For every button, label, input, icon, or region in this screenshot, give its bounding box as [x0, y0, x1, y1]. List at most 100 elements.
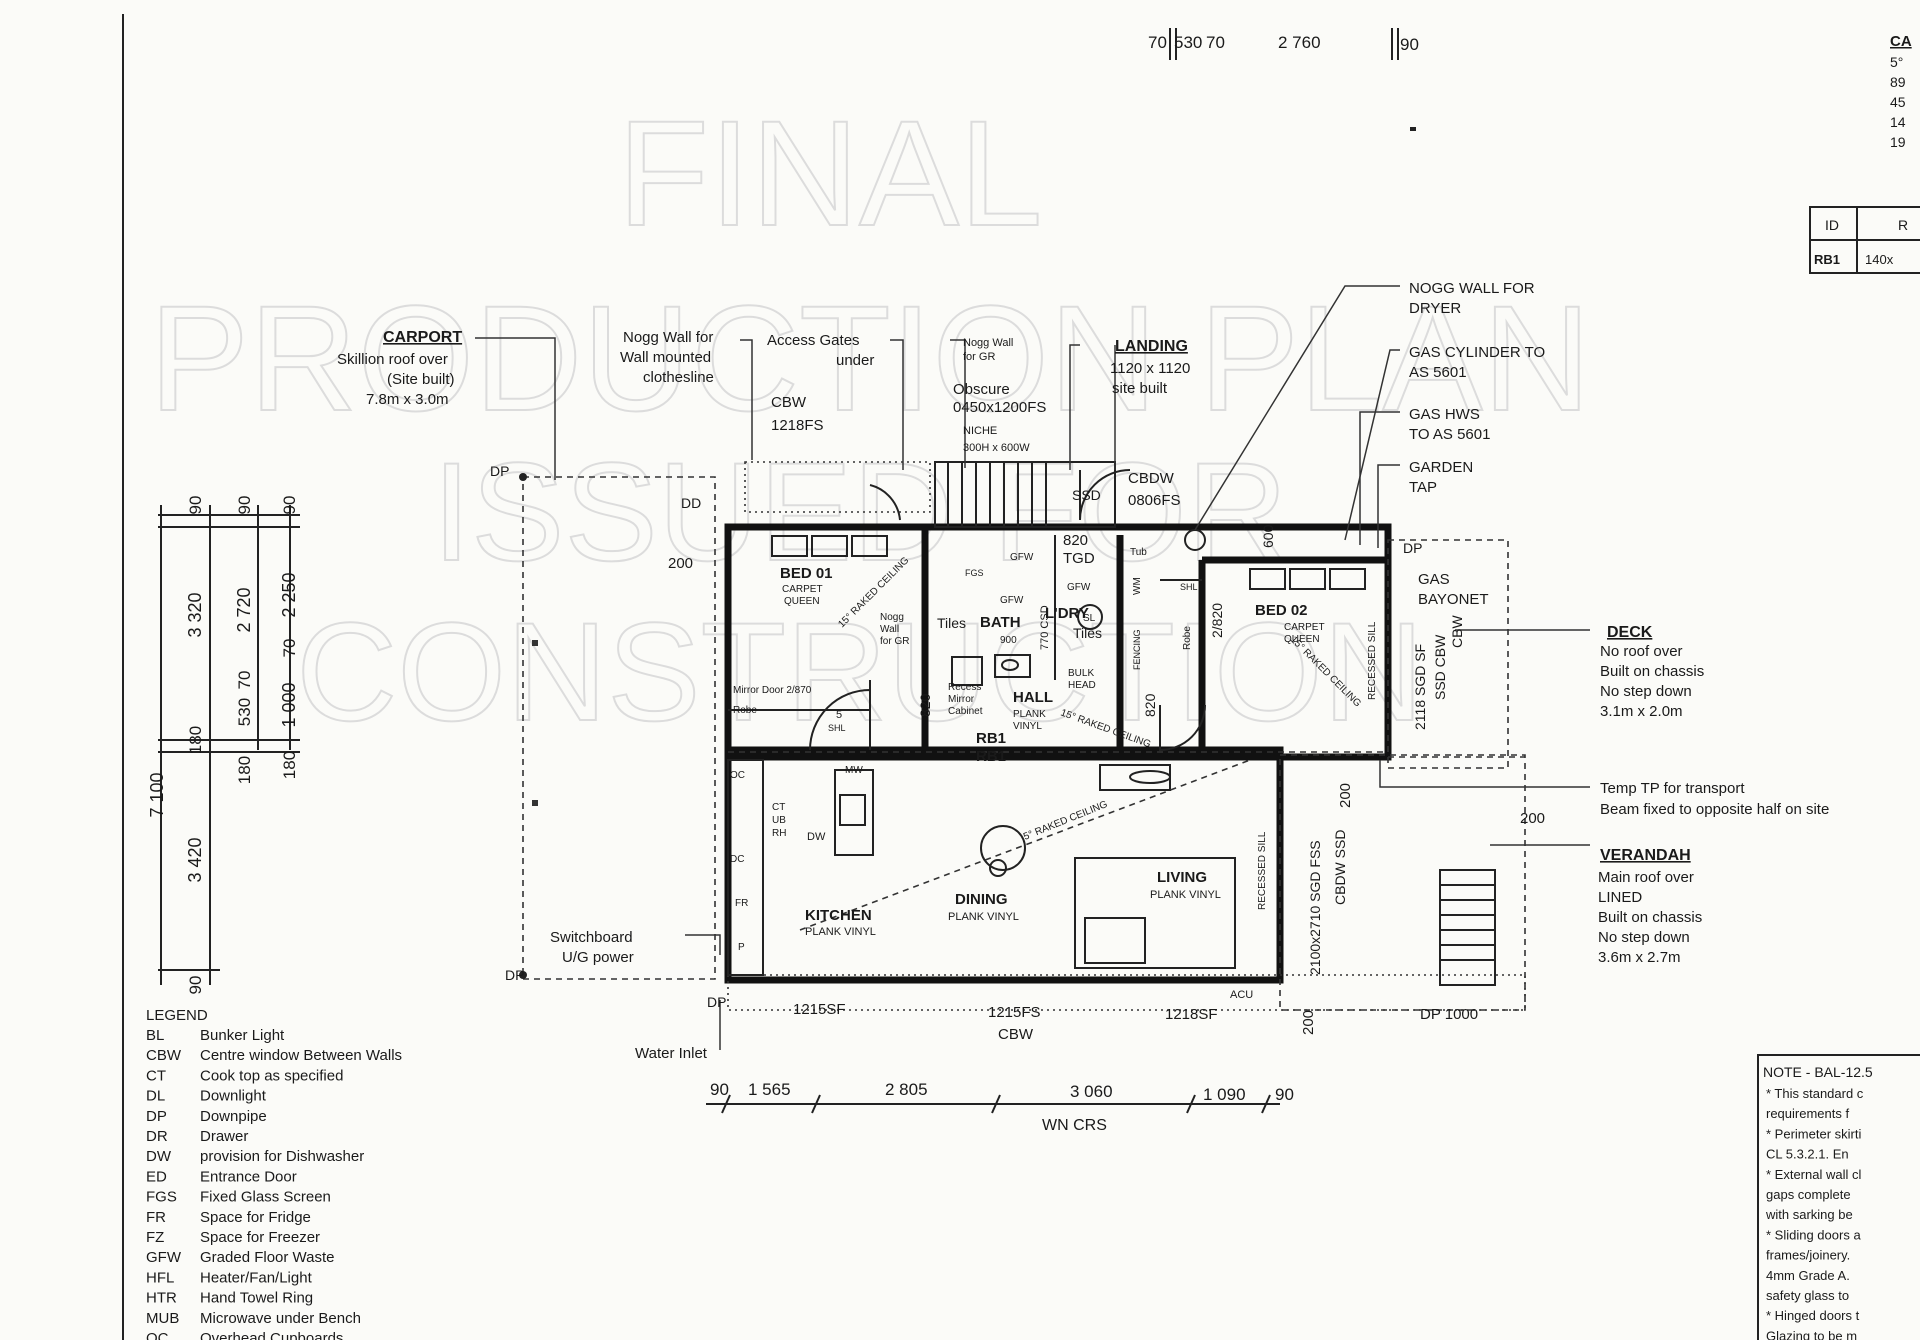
svg-text:5° RAKED CEILING: 5° RAKED CEILING	[1022, 799, 1109, 843]
svg-text:PLANK VINYL: PLANK VINYL	[948, 911, 1019, 923]
svg-text:CT: CT	[772, 802, 785, 813]
svg-text:No roof over: No roof over	[1600, 643, 1683, 660]
svg-text:5°: 5°	[1890, 54, 1903, 70]
svg-text:SSD CBW: SSD CBW	[1432, 634, 1448, 700]
svg-text:19: 19	[1890, 134, 1906, 150]
svg-text:CA: CA	[1890, 33, 1912, 50]
legend-code: BL	[146, 1027, 164, 1044]
deck-outline	[1387, 539, 1509, 769]
note-line: with sarking be	[1765, 1207, 1853, 1222]
dim-bottom-label: WN CRS	[1042, 1117, 1107, 1134]
legend-code: CT	[146, 1067, 166, 1084]
legend-description: Space for Fridge	[200, 1209, 311, 1226]
svg-text:89: 89	[1890, 74, 1906, 90]
svg-text:LANDING: LANDING	[1115, 338, 1188, 355]
svg-text:DP: DP	[1403, 540, 1422, 556]
note-line: gaps complete	[1766, 1187, 1851, 1202]
note-line: CL 5.3.2.1. En	[1766, 1147, 1849, 1162]
legend-description: Drawer	[200, 1128, 248, 1145]
svg-text:0450x1200FS: 0450x1200FS	[953, 399, 1046, 416]
dim-top-a: 70	[1148, 33, 1167, 52]
svg-text:Temp TP for transport: Temp TP for transport	[1600, 780, 1745, 797]
svg-text:TAP: TAP	[1409, 479, 1437, 496]
callout-access-gates: Access Gates under	[767, 332, 874, 369]
svg-text:for GR: for GR	[963, 351, 995, 363]
svg-text:RH: RH	[772, 828, 786, 839]
svg-text:ID: ID	[1825, 217, 1839, 233]
room-labels: BED 01 CARPET QUEEN BED 02 CARPET QUEEN …	[780, 565, 1325, 938]
room-living: LIVING	[1157, 869, 1207, 886]
svg-text:GFW: GFW	[1000, 595, 1024, 606]
svg-text:U/G power: U/G power	[562, 949, 634, 966]
callout-landing: LANDING 1120 x 1120 site built	[1110, 338, 1190, 397]
svg-text:ACU: ACU	[1230, 989, 1253, 1001]
legend-description: Overhead Cupboards	[200, 1330, 343, 1340]
dim-left-outer-bottom: 3 420	[185, 837, 205, 882]
note-line: safety glass to	[1766, 1288, 1849, 1303]
svg-text:DW: DW	[807, 831, 826, 843]
dim-left-90a: 90	[186, 496, 205, 515]
svg-text:QUEEN: QUEEN	[784, 596, 820, 607]
svg-text:3.1m x 2.0m: 3.1m x 2.0m	[1600, 703, 1683, 720]
svg-text:VERANDAH: VERANDAH	[1600, 847, 1691, 864]
bottom-dimensions: 90 1 565 2 805 3 060 1 090 90 WN CRS	[706, 1080, 1294, 1134]
svg-text:2118 SGD SF: 2118 SGD SF	[1412, 644, 1428, 730]
legend-code: CBW	[146, 1047, 182, 1064]
svg-text:R: R	[1898, 217, 1908, 233]
callout-nogg-clothesline: Nogg Wall for Wall mounted clothesline	[620, 329, 714, 386]
watermark-line-1: FINAL	[617, 89, 1042, 257]
room-bed2: BED 02	[1255, 602, 1308, 619]
note-line: frames/joinery.	[1766, 1248, 1850, 1263]
svg-text:1218SF: 1218SF	[1165, 1006, 1218, 1023]
legend-code: ED	[146, 1168, 167, 1185]
svg-text:FR: FR	[735, 898, 748, 909]
svg-text:Wall: Wall	[880, 624, 899, 635]
room-bath: BATH	[980, 614, 1021, 631]
note-line: 4mm Grade A.	[1766, 1268, 1850, 1283]
svg-text:Built on chassis: Built on chassis	[1598, 909, 1702, 926]
verandah-steps	[1439, 869, 1496, 986]
svg-text:PLANK: PLANK	[1013, 709, 1046, 720]
svg-text:Built on chassis: Built on chassis	[1600, 663, 1704, 680]
svg-text:No step down: No step down	[1600, 683, 1692, 700]
svg-text:DD: DD	[681, 495, 701, 511]
svg-text:CBDW: CBDW	[1128, 470, 1175, 487]
svg-text:Recess: Recess	[948, 682, 981, 693]
svg-text:P: P	[738, 942, 745, 953]
top-dimensions: 70 530 70 2 760 90	[1148, 28, 1419, 131]
svg-text:GAS CYLINDER TO: GAS CYLINDER TO	[1409, 344, 1545, 361]
dim-left-70: 70	[235, 671, 254, 690]
svg-text:300H x 600W: 300H x 600W	[963, 442, 1030, 454]
legend-description: Fixed Glass Screen	[200, 1189, 331, 1206]
dim-left-180a: 180	[186, 726, 205, 754]
note-line: * This standard c	[1766, 1086, 1864, 1101]
svg-text:Tub: Tub	[1130, 547, 1147, 558]
legend-description: Graded Floor Waste	[200, 1249, 335, 1266]
legend-code: DP	[146, 1108, 167, 1125]
legend-description: Entrance Door	[200, 1168, 297, 1185]
sofa	[1074, 857, 1236, 969]
watermark-line-2: PRODUCTION PLAN	[149, 274, 1591, 442]
legend-description: Heater/Fan/Light	[200, 1269, 313, 1286]
callout-right-services: NOGG WALL FOR DRYER GAS CYLINDER TO AS 5…	[1409, 280, 1545, 608]
svg-text:770 CSD: 770 CSD	[1039, 605, 1051, 650]
svg-text:Tiles: Tiles	[1073, 625, 1102, 641]
legend-description: Space for Freezer	[200, 1229, 320, 1246]
svg-text:CBW: CBW	[998, 1026, 1034, 1043]
watermark-line-4: CONSTRUCTION	[296, 593, 1424, 750]
svg-text:Nogg Wall: Nogg Wall	[963, 337, 1013, 349]
dim-left-inner-top: 2 250	[279, 572, 299, 617]
dim-left-mid-top: 2 720	[234, 587, 254, 632]
note-line: Glazing to be m	[1766, 1328, 1857, 1340]
svg-text:140x: 140x	[1865, 252, 1894, 267]
svg-text:200: 200	[668, 555, 693, 572]
top-right-corner: CA 5° 89 45 14 19 ID R RB1 140x	[1809, 33, 1920, 274]
svg-text:DP: DP	[505, 967, 524, 983]
svg-text:AS 5601: AS 5601	[1409, 364, 1467, 381]
note-line: * Sliding doors a	[1766, 1227, 1861, 1242]
svg-text:1218FS: 1218FS	[771, 417, 824, 434]
callout-verandah: VERANDAH Main roof over LINED Built on c…	[1598, 847, 1702, 966]
note-box: NOTE - BAL-12.5 * This standard crequire…	[1757, 1054, 1920, 1340]
